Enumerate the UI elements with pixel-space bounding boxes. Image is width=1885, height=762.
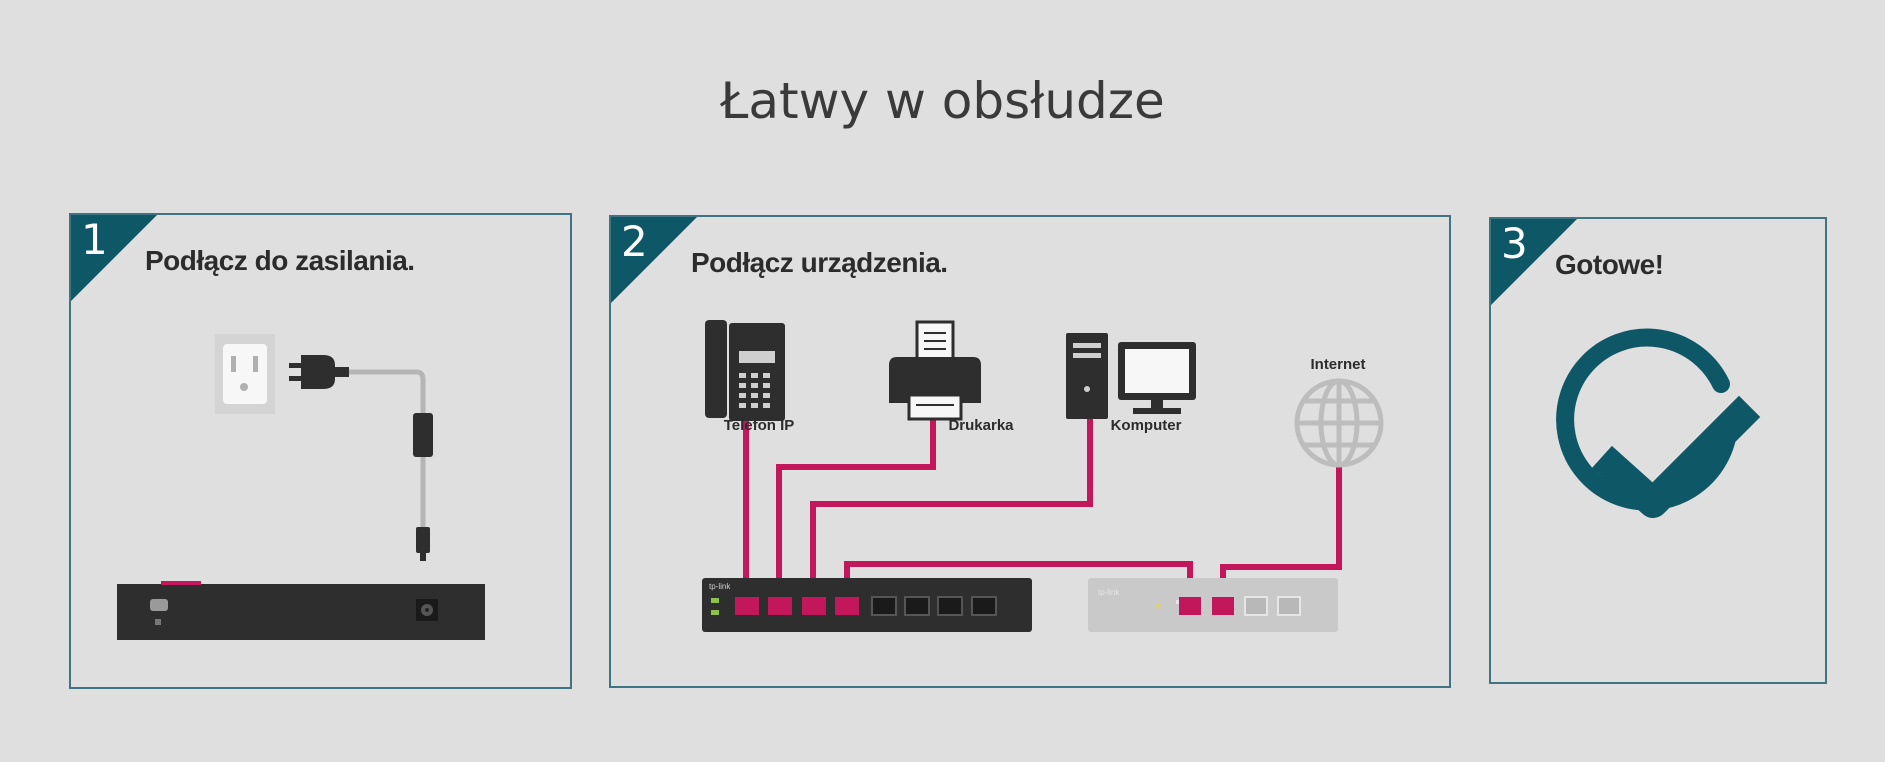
phone-label: Telefon IP (724, 417, 795, 434)
step-3-corner-badge (1491, 219, 1577, 305)
step-3-card: 3 Gotowe! (1489, 217, 1827, 684)
globe-icon (1294, 378, 1384, 468)
page-title: Łatwy w obsłudze (720, 72, 1165, 130)
step-1-number: 1 (81, 215, 108, 264)
switch-logo: tp-link (709, 582, 731, 591)
step-3-number: 3 (1501, 219, 1528, 268)
ip-phone-icon (705, 320, 785, 421)
power-illustration (117, 334, 485, 640)
step-1-title: Podłącz do zasilania. (145, 245, 415, 276)
computer-icon (1066, 333, 1196, 419)
step-3-title: Gotowe! (1555, 249, 1664, 280)
power-cable (349, 369, 426, 413)
check-circle-icon (1556, 328, 1761, 518)
printer-label: Drukarka (948, 417, 1014, 434)
router-logo: tp-link (1098, 588, 1120, 597)
printer-icon (889, 320, 981, 421)
ferrite-bead (413, 413, 433, 457)
router-icon: tp-link (1088, 578, 1338, 632)
step-1-card: 1 Podłącz do zasilania. (69, 213, 572, 689)
step-2-title: Podłącz urządzenia. (691, 247, 948, 278)
step-2-corner-badge (611, 217, 697, 303)
wall-outlet-icon (215, 334, 275, 414)
power-plug-icon (289, 355, 349, 389)
step-2-card: 2 Podłącz urządzenia. Telefon IP (609, 215, 1451, 688)
ethernet-cables (743, 417, 1342, 587)
devices-illustration: Telefon IP Drukarka Komputer Internet (702, 320, 1384, 632)
switch-rear-icon (117, 581, 485, 640)
computer-label: Komputer (1111, 417, 1182, 434)
step-2-number: 2 (621, 217, 648, 266)
switch-front-icon: tp-link (702, 578, 1032, 632)
step-1-corner-badge (71, 215, 157, 301)
internet-label: Internet (1310, 356, 1365, 373)
